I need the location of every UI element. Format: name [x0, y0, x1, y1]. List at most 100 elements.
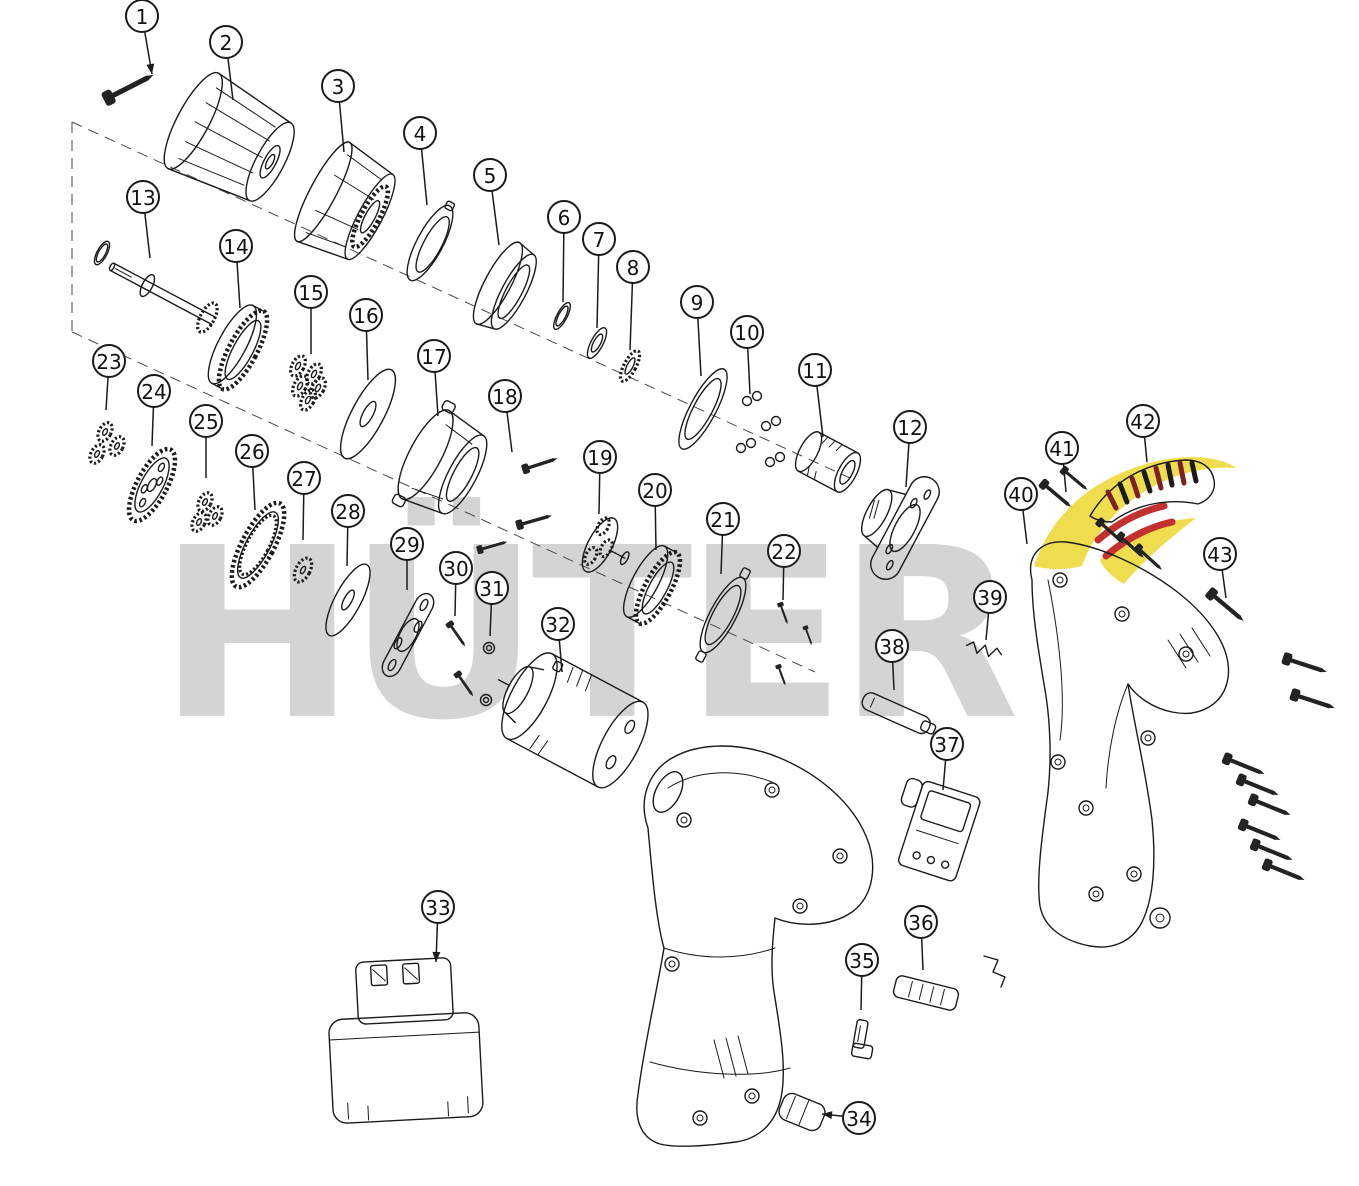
- svg-text:30: 30: [443, 557, 468, 581]
- callout-43: 43: [1203, 537, 1237, 599]
- part-gear-27: [292, 556, 314, 584]
- callout-11: 11: [798, 353, 832, 438]
- svg-text:23: 23: [96, 350, 121, 374]
- callout-14: 14: [219, 229, 253, 309]
- part-clutch-collar-3: [293, 141, 396, 261]
- callout-24: 24: [137, 374, 171, 447]
- brand-watermark: HÜTER: [158, 457, 1236, 772]
- callout-6: 6: [547, 200, 581, 303]
- part-lock-washer-8: [618, 349, 642, 383]
- part-ring-gear-26: [229, 500, 287, 590]
- part-motor-32: [497, 652, 649, 789]
- svg-text:5: 5: [484, 164, 497, 188]
- svg-text:36: 36: [908, 911, 933, 935]
- callout-20: 20: [638, 473, 672, 551]
- svg-text:32: 32: [545, 613, 570, 637]
- svg-text:11: 11: [802, 359, 827, 383]
- part-gearbox-flange-12: [860, 476, 940, 580]
- part-chuck-2: [163, 71, 295, 202]
- callout-31: 31: [475, 571, 509, 637]
- callout-28: 28: [331, 494, 365, 567]
- part-housing-left: [636, 745, 874, 1147]
- callout-21: 21: [706, 502, 740, 575]
- svg-text:25: 25: [193, 410, 218, 434]
- part-ring-gear-20: [622, 544, 683, 627]
- watermark-text: HÜTER: [158, 497, 1014, 772]
- svg-text:2: 2: [220, 31, 233, 55]
- part-battery-33: [328, 957, 484, 1124]
- part-flat-washer-9: [678, 368, 728, 450]
- svg-text:37: 37: [934, 733, 959, 757]
- part-washer-16: [339, 368, 397, 460]
- part-bearing-ring-5: [472, 241, 537, 330]
- part-screw-1: [101, 68, 157, 107]
- svg-text:3: 3: [332, 75, 345, 99]
- callout-25: 25: [189, 404, 223, 478]
- part-top-cover-42: [1089, 459, 1216, 523]
- part-ring-4: [406, 200, 456, 282]
- svg-text:8: 8: [627, 256, 640, 280]
- svg-text:28: 28: [335, 500, 360, 524]
- part-motor-plate-29: [381, 592, 435, 678]
- svg-text:12: 12: [897, 416, 922, 440]
- callout-37: 37: [930, 727, 964, 791]
- part-planet-gears-15: [289, 354, 327, 412]
- part-gears-23: [88, 421, 126, 465]
- callout-26: 26: [235, 434, 269, 511]
- callout-42: 42: [1126, 404, 1160, 463]
- part-oring-13: [93, 240, 111, 266]
- callout-5: 5: [473, 158, 507, 246]
- svg-text:31: 31: [479, 577, 504, 601]
- part-clip: [983, 955, 1006, 988]
- svg-text:7: 7: [593, 228, 606, 252]
- callout-2: 2: [209, 25, 243, 101]
- part-ring-gear-14: [207, 304, 270, 392]
- callout-17: 17: [417, 339, 451, 417]
- part-washer-7: [586, 327, 608, 359]
- part-planet-carrier-19: [581, 516, 630, 573]
- callout-35: 35: [845, 943, 879, 1011]
- callout-23: 23: [92, 344, 126, 411]
- part-spacer-11: [794, 431, 862, 493]
- part-clutch-plate-21: [695, 567, 751, 663]
- part-spindle-shaft-13: [108, 262, 219, 334]
- part-end-cap-34: [778, 1092, 826, 1132]
- construction-lines: [71, 121, 851, 673]
- callout-8: 8: [616, 250, 650, 351]
- part-washer-28: [325, 563, 371, 637]
- svg-text:43: 43: [1207, 543, 1232, 567]
- callout-19: 19: [583, 440, 617, 515]
- callout-33: 33: [421, 890, 455, 963]
- svg-text:35: 35: [849, 949, 874, 973]
- svg-text:42: 42: [1130, 410, 1155, 434]
- svg-text:6: 6: [558, 206, 571, 230]
- svg-text:18: 18: [492, 385, 517, 409]
- part-lever-35: [850, 1019, 874, 1060]
- callout-15: 15: [294, 275, 328, 354]
- svg-text:14: 14: [223, 235, 248, 259]
- svg-text:19: 19: [587, 446, 612, 470]
- callout-30: 30: [439, 551, 473, 617]
- callout-29: 29: [390, 527, 424, 590]
- callout-40: 40: [1004, 477, 1038, 545]
- part-housing-right-40: [1030, 541, 1230, 948]
- svg-text:4: 4: [414, 122, 427, 146]
- part-oring-6: [552, 301, 572, 331]
- svg-text:22: 22: [771, 540, 796, 564]
- part-switch-37: [897, 777, 981, 882]
- svg-text:26: 26: [239, 440, 264, 464]
- svg-text:41: 41: [1049, 437, 1074, 461]
- svg-text:17: 17: [421, 345, 446, 369]
- svg-text:16: 16: [353, 304, 378, 328]
- callout-27: 27: [287, 461, 321, 541]
- callout-9: 9: [680, 285, 714, 377]
- callout-18: 18: [488, 379, 522, 453]
- callout-13: 13: [126, 180, 160, 259]
- part-gear-wheel-24: [126, 446, 178, 524]
- svg-text:13: 13: [130, 186, 155, 210]
- watermark-accent-stripes: [1094, 502, 1176, 560]
- svg-text:9: 9: [691, 291, 704, 315]
- callout-layer: 1234567891011121314151617181920212223242…: [92, 0, 1237, 1135]
